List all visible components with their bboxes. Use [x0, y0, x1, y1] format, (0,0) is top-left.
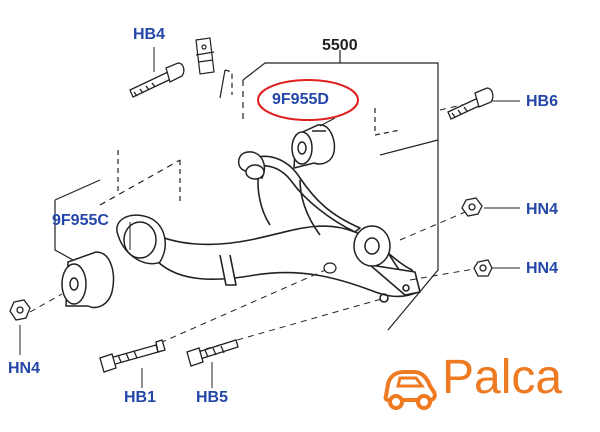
label-assembly-5500: 5500 [322, 37, 358, 54]
nut-hn4-left [9, 299, 31, 321]
label-hb5: HB5 [196, 389, 229, 406]
label-9f955d: 9F955D [272, 91, 329, 108]
right-bushing-eye [353, 225, 391, 267]
bolt-hb1 [99, 339, 166, 373]
arm-fastener [323, 262, 337, 274]
label-hn4-left: HN4 [8, 360, 41, 377]
nut-hn4-right-upper [461, 197, 483, 217]
bolt-hb5 [186, 339, 239, 367]
label-hb1: HB1 [124, 389, 157, 406]
label-hn4-right-lower: HN4 [526, 260, 559, 277]
left-bushing-socket [116, 214, 166, 265]
palca-logo-text: Palca [442, 351, 563, 404]
label-hb4: HB4 [133, 26, 166, 43]
label-hb6: HB6 [526, 93, 559, 110]
leader-lines [19, 47, 520, 388]
assembly-outline [54, 50, 439, 331]
upper-bushing-socket [237, 151, 266, 180]
bolt-hb4 [129, 62, 185, 98]
label-9f955c: 9F955C [52, 212, 109, 229]
control-arm [149, 155, 421, 303]
highlight-ring [257, 79, 359, 121]
retaining-clip [195, 37, 215, 75]
car-icon [383, 370, 437, 410]
nut-hn4-right-lower [473, 259, 493, 277]
bushing-9f955d [291, 124, 336, 169]
palca-logo: Palca [380, 350, 590, 420]
label-hn4-right-upper: HN4 [526, 201, 559, 218]
bushing-9f955c [61, 251, 115, 309]
bolt-hb6 [447, 87, 494, 120]
